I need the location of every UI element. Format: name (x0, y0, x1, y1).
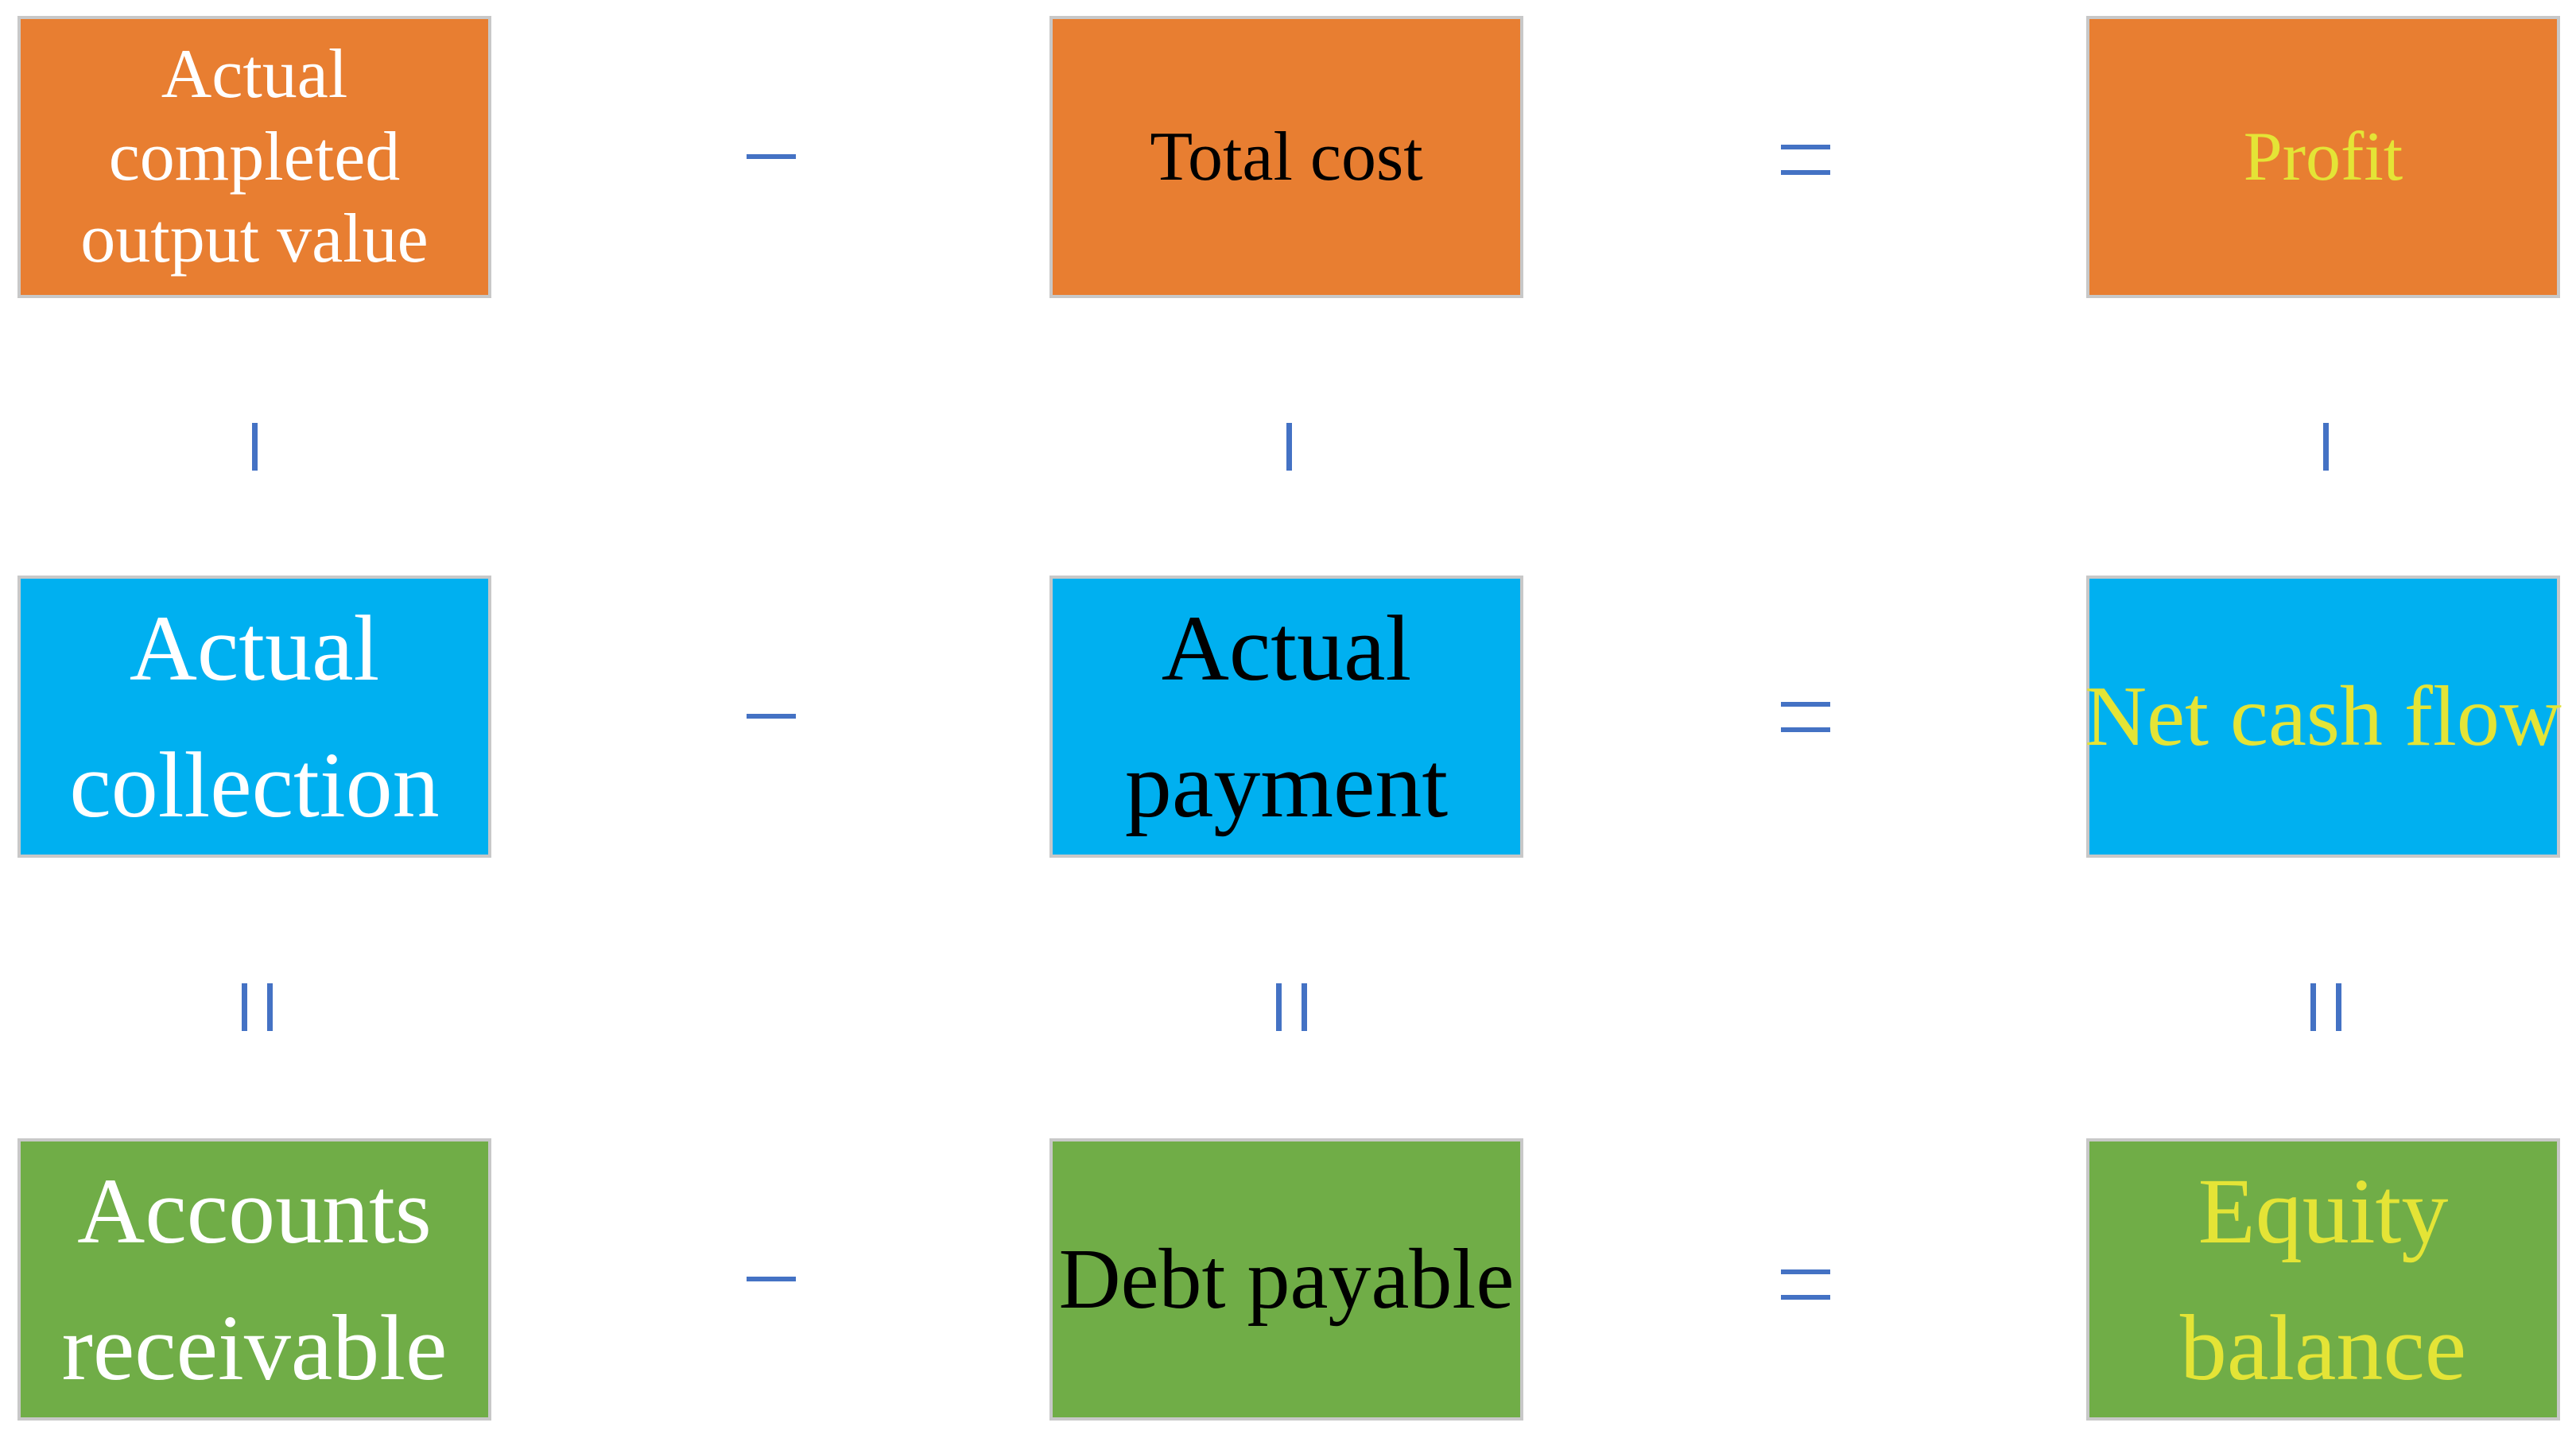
vertical-equals-operator-col1-left-bar (242, 983, 247, 1031)
equals-operator-row1-top-bar (1781, 145, 1830, 149)
box-label: Equity balance (2179, 1159, 2467, 1400)
box-equity-balance: Equity balance (2086, 1138, 2560, 1421)
equals-operator-row2-top-bar (1781, 702, 1830, 707)
box-actual-payment: Actual payment (1049, 576, 1523, 858)
equals-operator-row1-bottom-bar (1781, 170, 1830, 175)
box-actual-collection: Actual collection (17, 576, 491, 858)
vertical-equals-operator-col2-right-bar (1302, 983, 1307, 1031)
box-actual-completed-output-value: Actual completed output value (17, 16, 491, 298)
box-total-cost: Total cost (1049, 16, 1523, 298)
minus-operator-row1 (747, 154, 796, 159)
box-label: Net cash flow (2085, 669, 2562, 764)
vertical-minus-operator-col3 (2323, 423, 2329, 471)
box-label: Actual completed output value (80, 35, 429, 278)
vertical-equals-operator-col2-left-bar (1276, 983, 1282, 1031)
equals-operator-row3-top-bar (1781, 1269, 1830, 1274)
minus-operator-row2 (747, 714, 796, 719)
equals-operator-row3-bottom-bar (1781, 1295, 1830, 1300)
box-label: Actual collection (69, 596, 440, 837)
box-accounts-receivable: Accounts receivable (17, 1138, 491, 1421)
vertical-minus-operator-col2 (1286, 423, 1292, 471)
box-label: Debt payable (1058, 1231, 1515, 1327)
box-label: Profit (2243, 118, 2403, 196)
box-label: Actual payment (1124, 596, 1449, 837)
vertical-minus-operator-col1 (252, 423, 258, 471)
box-label: Total cost (1150, 118, 1423, 196)
box-label: Accounts receivable (61, 1159, 448, 1400)
box-profit: Profit (2086, 16, 2560, 298)
equals-operator-row2-bottom-bar (1781, 727, 1830, 732)
box-net-cash-flow: Net cash flow (2085, 576, 2562, 858)
box-debt-payable: Debt payable (1049, 1138, 1523, 1421)
vertical-equals-operator-col3-left-bar (2310, 983, 2316, 1031)
vertical-equals-operator-col1-right-bar (267, 983, 273, 1031)
minus-operator-row3 (747, 1277, 796, 1281)
vertical-equals-operator-col3-right-bar (2336, 983, 2341, 1031)
